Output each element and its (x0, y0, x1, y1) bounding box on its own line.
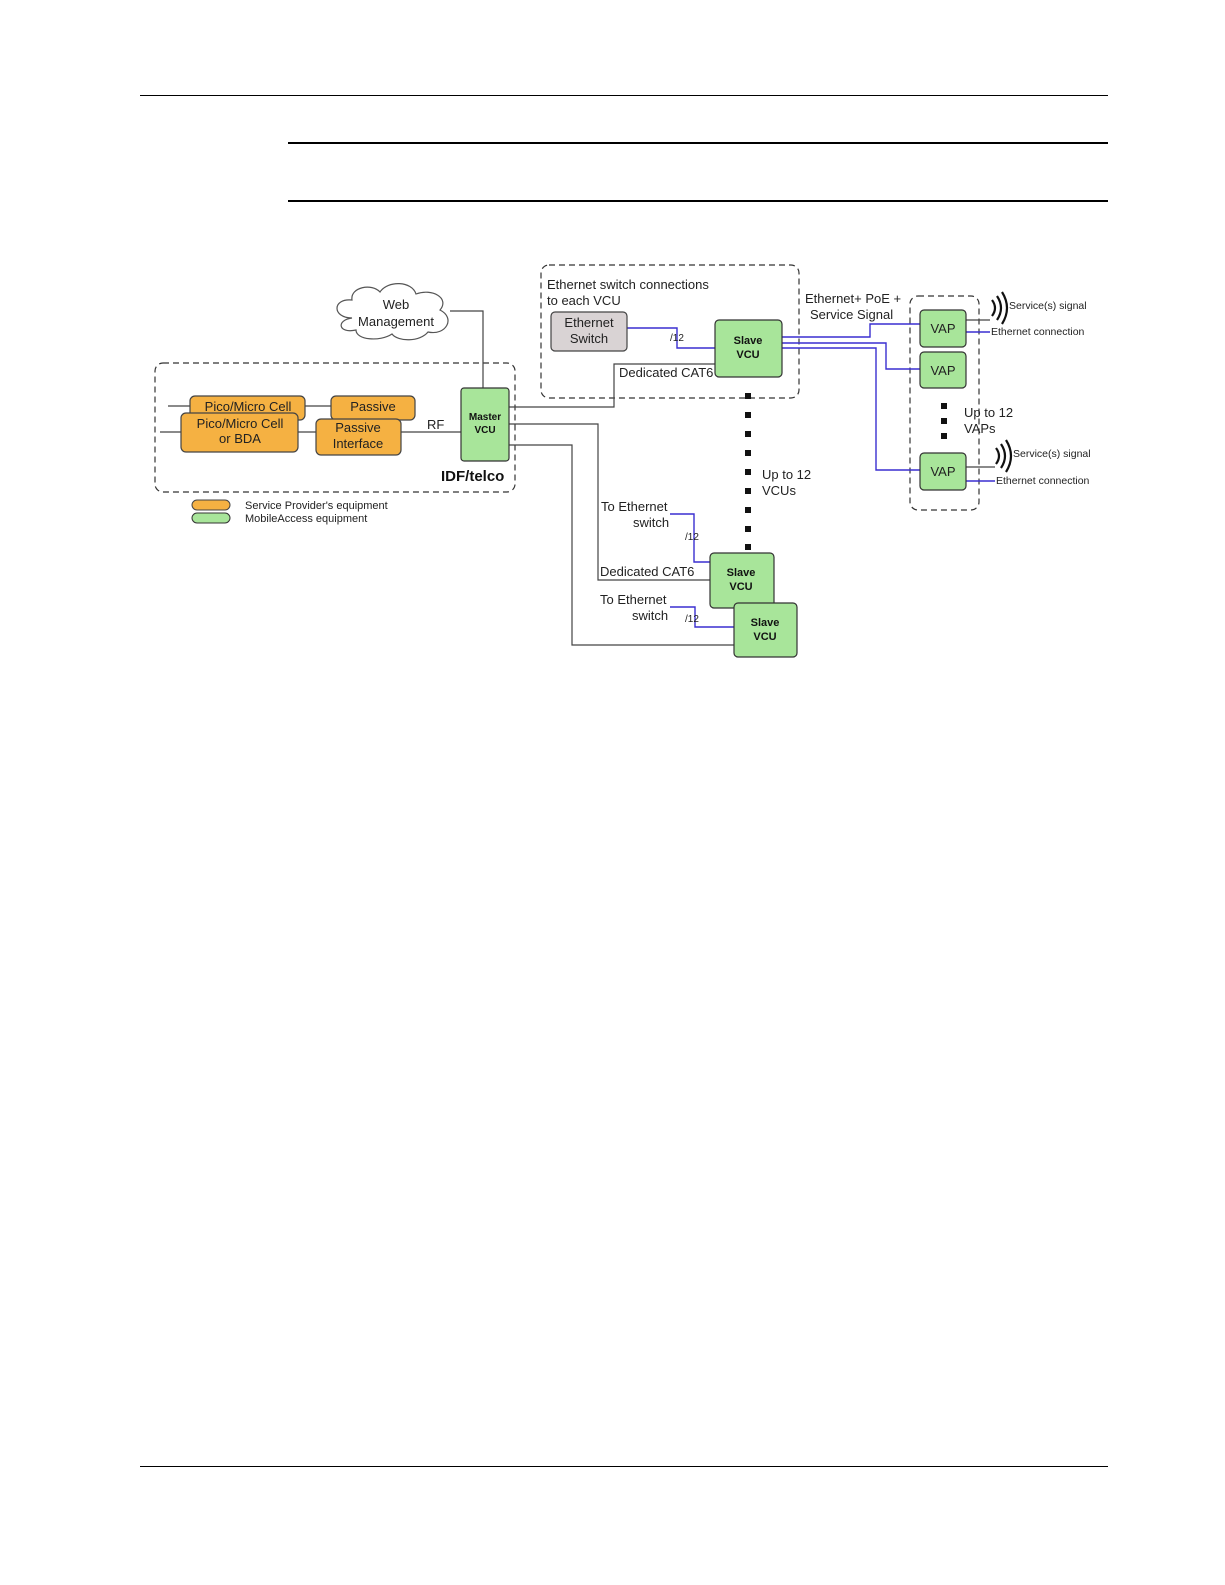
master-vcu-label-1: Master (469, 412, 501, 423)
ethernet-connection-label-bottom: Ethernet connection (996, 475, 1090, 487)
ethernet-switch-group (540, 264, 800, 399)
pico-micro-cell-1-label: Pico/Micro Cell (205, 399, 292, 414)
legend: Service Provider's equipment MobileAcces… (191, 499, 388, 525)
black-connections (160, 310, 995, 646)
poe-label-1: Ethernet+ PoE + (805, 291, 901, 306)
poe-label-2: Service Signal (810, 307, 893, 322)
master-vcu: Master VCU (460, 387, 510, 462)
up-to-12-vaps-label-1: Up to 12 (964, 405, 1013, 420)
up-to-12-vaps-label-2: VAPs (964, 421, 996, 436)
passive-interface: Passive Interface (315, 418, 402, 456)
eth-switch-connections-label-2: to each VCU (547, 293, 621, 308)
vap-1: VAP (919, 309, 967, 348)
slave-vcu-middle-label-1: Slave (727, 567, 756, 579)
vcu-ellipsis-dots (745, 393, 751, 550)
pico-micro-cell-bda: Pico/Micro Cell or BDA (180, 412, 299, 453)
up-to-12-vcus-label-2: VCUs (762, 483, 796, 498)
to-ethernet-label-2b: switch (632, 608, 668, 623)
vap-ellipsis-dots (941, 403, 947, 439)
slave-vcu-top-label-1: Slave (734, 335, 763, 347)
vap-group (909, 295, 980, 511)
slave-vcu-middle: Slave VCU (709, 552, 775, 609)
slave-vcu-top-label-2: VCU (736, 349, 759, 361)
idf-telco-label: IDF/telco (441, 468, 504, 485)
web-management-label-1: Web (383, 297, 410, 312)
pico-micro-cell-bda-label-2: or BDA (219, 431, 261, 446)
dedicated-cat6-label-bottom: Dedicated CAT6 (600, 564, 694, 579)
blue-connections (627, 323, 995, 628)
vap-1-label: VAP (930, 321, 955, 336)
header-rule (140, 95, 1108, 96)
signal-waves-icon-bottom (995, 439, 1013, 473)
slash12-label-top: /12 (670, 333, 684, 344)
vap-3-label: VAP (930, 464, 955, 479)
idf-telco-group (154, 362, 516, 493)
pico-micro-cell-bda-label-1: Pico/Micro Cell (197, 416, 284, 431)
legend-mobileaccess-label: MobileAccess equipment (245, 513, 367, 525)
signal-waves-icon-top (991, 291, 1009, 325)
slave-vcu-top: Slave VCU (714, 319, 783, 378)
to-ethernet-label-2a: To Ethernet (600, 592, 667, 607)
vap-3: VAP (919, 452, 967, 491)
dedicated-cat6-label-top: Dedicated CAT6 (619, 365, 713, 380)
footer-rule (140, 1466, 1108, 1467)
service-signal-label-top: Service(s) signal (1009, 300, 1087, 312)
master-vcu-label-2: VCU (474, 425, 495, 436)
web-management-label-2: Management (358, 314, 434, 329)
legend-swatch-orange (191, 499, 231, 511)
up-to-12-vcus-label-1: Up to 12 (762, 467, 811, 482)
legend-service-provider-label: Service Provider's equipment (245, 500, 388, 512)
slash12-label-mid: /12 (685, 532, 699, 543)
to-ethernet-label-1b: switch (633, 515, 669, 530)
web-management-cloud: Web Management (336, 283, 449, 341)
ethernet-switch-box: Ethernet Switch (550, 311, 628, 352)
ethernet-switch-label-2: Switch (570, 331, 608, 346)
ethernet-switch-label-1: Ethernet (564, 315, 614, 330)
eth-switch-connections-label-1: Ethernet switch connections (547, 277, 709, 292)
passive-interface-label-1: Passive (335, 420, 381, 435)
vap-2-label: VAP (930, 363, 955, 378)
legend-swatch-green (191, 512, 231, 524)
passive-1-label: Passive (350, 399, 396, 414)
title-rule-bottom (288, 200, 1108, 202)
to-ethernet-label-1a: To Ethernet (601, 499, 668, 514)
title-rule-top (288, 142, 1108, 144)
slave-vcu-bottom-label-2: VCU (753, 631, 776, 643)
service-signal-label-bottom: Service(s) signal (1013, 448, 1091, 460)
slash12-label-bottom: /12 (685, 614, 699, 625)
passive-interface-label-2: Interface (333, 436, 384, 451)
rf-label: RF (427, 417, 444, 432)
slave-vcu-bottom-label-1: Slave (751, 617, 780, 629)
slave-vcu-middle-label-2: VCU (729, 581, 752, 593)
ethernet-connection-label-top: Ethernet connection (991, 326, 1085, 338)
slave-vcu-bottom: Slave VCU (733, 602, 798, 658)
vap-2: VAP (919, 351, 967, 389)
passive-1: Passive (330, 395, 416, 421)
